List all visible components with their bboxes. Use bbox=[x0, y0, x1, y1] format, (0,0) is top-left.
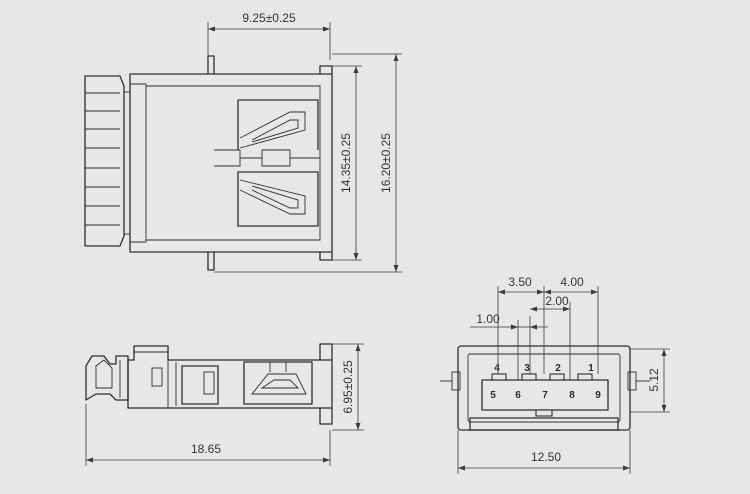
front-width-label: 12.50 bbox=[531, 450, 561, 464]
side-solder-tails bbox=[85, 355, 129, 401]
pin-label: 5 bbox=[490, 390, 496, 401]
rear-terminal-comb bbox=[84, 75, 125, 247]
top-width-label: 9.25±0.25 bbox=[242, 11, 296, 25]
pin-label: 2 bbox=[555, 363, 561, 374]
front-pin-labels: 4 3 2 1 5 6 7 8 9 bbox=[490, 363, 601, 401]
pin-label: 4 bbox=[494, 363, 500, 374]
side-housing bbox=[127, 343, 333, 425]
side-length-dimension: 18.65 bbox=[85, 404, 331, 466]
top-view: 9.25±0.25 bbox=[84, 11, 402, 273]
pitch-d-label: 1.00 bbox=[476, 312, 500, 326]
front-shell bbox=[440, 345, 650, 431]
pin-label: 7 bbox=[542, 390, 548, 401]
top-housing bbox=[124, 55, 333, 271]
side-height-dimension: 6.95±0.25 bbox=[332, 343, 364, 431]
pin-label: 9 bbox=[595, 390, 601, 401]
pitch-b-label: 4.00 bbox=[560, 275, 584, 289]
top-inner-height-label: 14.35±0.25 bbox=[339, 133, 353, 193]
front-height-label: 5.12 bbox=[647, 368, 661, 392]
pin-label: 6 bbox=[515, 390, 521, 401]
front-view: 4 3 2 1 5 6 7 8 9 3.50 4.00 2.00 bbox=[440, 275, 670, 474]
front-width-dimension: 12.50 bbox=[457, 430, 631, 474]
pin-label: 8 bbox=[569, 390, 575, 401]
upper-spring-finger bbox=[237, 99, 319, 150]
pin-label: 1 bbox=[588, 363, 594, 374]
front-tongue bbox=[481, 379, 609, 417]
side-length-label: 18.65 bbox=[191, 442, 221, 456]
front-contacts bbox=[491, 373, 593, 381]
front-height-dimension: 5.12 bbox=[630, 348, 670, 413]
front-pitch-dimensions: 3.50 4.00 2.00 1.00 bbox=[470, 275, 599, 380]
pin-label: 3 bbox=[524, 363, 530, 374]
top-outer-height-dimension: 16.20±0.25 bbox=[214, 53, 402, 273]
top-width-dimension: 9.25±0.25 bbox=[207, 11, 331, 70]
top-inner-height-dimension: 14.35±0.25 bbox=[332, 65, 362, 261]
top-outer-height-label: 16.20±0.25 bbox=[379, 133, 393, 193]
side-height-label: 6.95±0.25 bbox=[341, 360, 355, 414]
pitch-c-label: 2.00 bbox=[545, 294, 569, 308]
pitch-a-label: 3.50 bbox=[508, 275, 532, 289]
lower-spring-finger bbox=[237, 171, 319, 227]
side-view: 6.95±0.25 18.65 bbox=[85, 343, 364, 466]
